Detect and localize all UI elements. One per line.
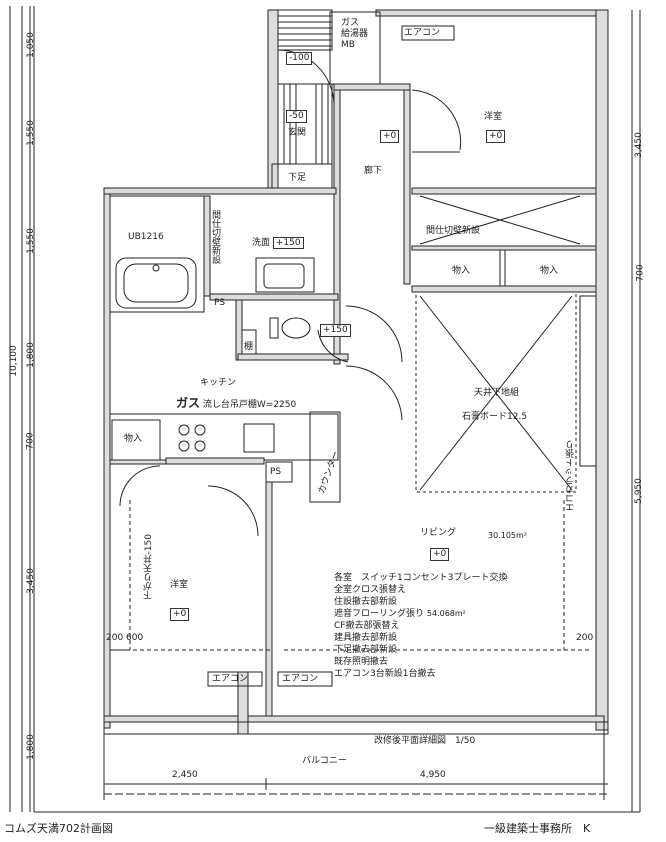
note-0: 各室 スイッチ1コンセント3プレート交換: [334, 573, 508, 583]
living-area: 30.105m²: [488, 531, 527, 540]
hall-label: 廊下: [364, 166, 383, 176]
dim-right-0: 3,450: [633, 132, 644, 158]
footer-title: コムズ天満702計画図: [4, 822, 113, 835]
ps1-label: PS: [214, 298, 226, 308]
dim-bottom-0: 2,450: [172, 770, 198, 780]
dim-left-6: 1,800: [25, 734, 36, 760]
gas-heater-label: ガス 給湯器 MB: [341, 18, 369, 50]
balcony-label: バルコニー: [302, 756, 347, 766]
dim-left-5: 3,450: [25, 568, 36, 594]
note-4: CF撤去部張替え: [334, 621, 400, 631]
western2-label: 洋室: [170, 580, 189, 590]
partition-new-2: 間仕切壁新設: [210, 210, 220, 264]
dim-200-right: 200: [576, 633, 594, 643]
western1-label: 洋室: [484, 112, 503, 122]
living-level: +0: [430, 548, 450, 561]
washroom-level: +150: [272, 237, 304, 249]
living-label: リビング: [420, 528, 457, 538]
gypsum-label: 石膏ボード12.5: [462, 412, 528, 422]
ub-label: UB1216: [128, 232, 164, 242]
kitchen-label: キッチン: [200, 378, 237, 388]
aircon-bottom-1: エアコン: [212, 674, 249, 684]
ecocarat-label: エコカラット張り: [566, 440, 576, 512]
aircon-bottom-2: エアコン: [282, 674, 319, 684]
dim-left-total: 10,100: [8, 345, 19, 377]
entry-step-2: -50: [286, 110, 307, 123]
renovation-notes: 各室 スイッチ1コンセント3プレート交換 全室クロス張替え 住設撤去部新設 遮音…: [334, 572, 507, 680]
lowered-ceiling-label: 下がり天井-150: [144, 534, 154, 600]
dim-left-2: 1,550: [25, 228, 36, 254]
dim-left-4: 700: [25, 432, 36, 450]
aircon-top-label: エアコン: [404, 28, 441, 38]
dim-left-0: 1,050: [25, 32, 36, 58]
storage-3-label: 物入: [124, 434, 143, 444]
hall-level: +0: [380, 130, 400, 143]
note-2: 住設撤去部新設: [334, 597, 398, 607]
shelf-label: 棚: [244, 342, 254, 352]
kitchen-spec: ガス 流し台吊戸棚W=2250: [176, 396, 297, 410]
storage-1-label: 物入: [452, 266, 471, 276]
getabako-label: 下足: [288, 173, 307, 183]
dim-200-600: 200 600: [106, 633, 144, 643]
note-8: エアコン3台新設1台撤去: [334, 669, 436, 679]
western1-level: +0: [486, 130, 506, 143]
dim-right-1: 700: [635, 264, 646, 282]
footer-office: 一級建築士事務所 K: [484, 822, 591, 835]
note-1: 全室クロス張替え: [334, 585, 407, 595]
genkan-label: 玄関: [288, 128, 307, 138]
western2-level: +0: [170, 608, 190, 621]
dim-left-1: 1,550: [25, 120, 36, 146]
washroom-label: 洗面 +150: [252, 237, 304, 249]
dim-left-3: 1,800: [25, 342, 36, 368]
ceiling-base-label: 天井下地組: [474, 388, 520, 398]
ps2-label: PS: [270, 467, 282, 477]
dim-right-2: 5,950: [633, 478, 644, 504]
note-7: 既存照明撤去: [334, 657, 389, 667]
toilet-level: +150: [320, 324, 351, 337]
entry-step-1: -100: [286, 52, 313, 65]
plan-title: 改修後平面詳細図 1/50: [374, 736, 476, 746]
note-6: 下足撤去部新設: [334, 645, 398, 655]
dim-bottom-1: 4,950: [420, 770, 446, 780]
storage-2-label: 物入: [540, 266, 559, 276]
partition-new-1: 間仕切壁新設: [426, 226, 481, 236]
note-5: 建具撤去部新設: [334, 633, 398, 643]
note-3: 遮音フローリング張り 54.068m²: [334, 609, 466, 619]
